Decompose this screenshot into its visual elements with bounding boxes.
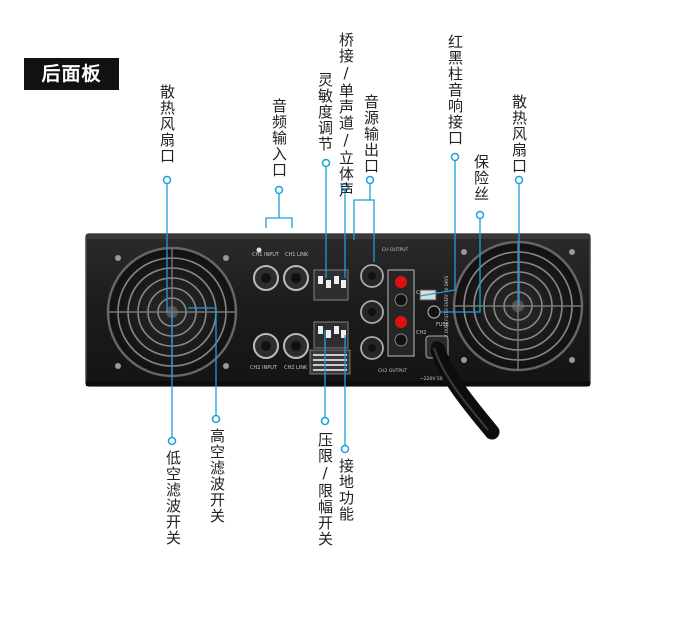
ch2-link-label: CH2 LINK	[284, 365, 308, 371]
chassis-bottom-rim	[86, 381, 590, 386]
label-ground: 接地功能	[337, 458, 355, 522]
label-fan-left: 散热风扇口	[158, 84, 176, 164]
xlr-connectors	[253, 247, 309, 359]
label-compressor-limiter: 压限/限幅开关	[316, 432, 334, 547]
label-audio-input: 音频输入口	[270, 98, 288, 178]
speakon-outputs	[360, 264, 384, 360]
label-high-cut: 高空滤波开关	[208, 428, 226, 524]
ch1-input-label: CH1 INPUT	[252, 252, 280, 258]
label-fuse: 保险丝	[472, 154, 490, 202]
label-bridge-mode: 桥接/单声道/立体声	[337, 32, 355, 198]
right-fan	[452, 240, 584, 372]
ch2-post-label: CH2	[416, 330, 426, 336]
ch1-link-label: CH1 LINK	[285, 252, 309, 258]
voltage-label: ~220V 50-60Hz	[420, 376, 456, 382]
dip-switch-panel	[309, 269, 351, 375]
ch2-input-label: CH2 INPUT	[250, 365, 278, 371]
callout-dots	[162, 152, 524, 454]
chassis-top-rim	[86, 234, 590, 239]
fuse-label: FUSE	[436, 322, 449, 328]
rear-panel-badge: 后面板	[24, 58, 119, 90]
power-cord	[430, 342, 500, 440]
label-fan-right: 散热风扇口	[510, 94, 528, 174]
ch-output-label: CH OUTPUT	[382, 247, 409, 253]
dust-filter-notice: CLEAN YOUR DUST FILTER EVERY 30 DAYS	[444, 275, 449, 360]
binding-posts	[387, 269, 415, 357]
label-audio-output: 音源输出口	[362, 94, 380, 174]
label-sensitivity: 灵敏度调节	[316, 72, 334, 152]
ch2-output-label: CH2 OUTPUT	[378, 368, 407, 374]
label-binding-post: 红黑柱音响接口	[446, 34, 464, 146]
callout-lines	[166, 160, 520, 446]
label-low-cut: 低空滤波开关	[164, 450, 182, 546]
